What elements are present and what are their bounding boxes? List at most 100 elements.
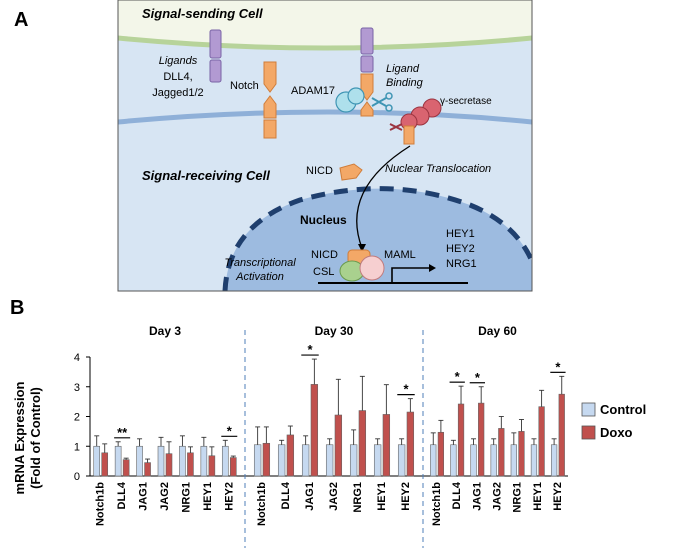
ligands-label: Ligands (159, 55, 198, 67)
significance-marker: * (555, 359, 561, 374)
x-tick-label: HEY2 (223, 482, 235, 511)
x-tick-label: HEY1 (532, 482, 544, 511)
y-axis-label-line1: mRNA Expression (12, 381, 27, 494)
x-tick-label: Notch1b (95, 482, 107, 526)
bar-control (530, 444, 538, 477)
bar-doxo (208, 455, 216, 477)
x-tick-label: JAG2 (328, 482, 340, 511)
target-gene-hey2: HEY2 (446, 243, 475, 255)
nuclear-envelope (222, 186, 532, 291)
legend: Control Doxo (581, 402, 646, 440)
gamma-secretase-label: γ-secretase (440, 96, 492, 107)
x-tick-label: JAG1 (471, 482, 483, 511)
bar-control (157, 445, 165, 477)
bar-doxo (406, 411, 415, 477)
transcriptional-label: Transcriptional (224, 257, 296, 269)
bar-control (136, 445, 143, 477)
bar-control (325, 444, 334, 477)
bar-control (114, 445, 122, 477)
bar-doxo (518, 431, 525, 477)
dll4-label: DLL4, (163, 71, 192, 83)
y-tick-label: 2 (74, 412, 80, 424)
bar-doxo (382, 414, 391, 477)
y-tick-label: 4 (74, 352, 80, 364)
bar-control (277, 444, 286, 477)
legend-label-control: Control (600, 402, 646, 417)
bar-doxo (457, 403, 465, 477)
nucleus-label: Nucleus (300, 213, 347, 227)
binding-label: Binding (386, 77, 424, 89)
x-tick-label: Notch1b (256, 482, 268, 526)
bar-control (253, 444, 262, 477)
x-tick-label: HEY2 (400, 482, 412, 511)
notch-label: Notch (230, 80, 259, 92)
panel-title: Day 30 (315, 324, 354, 338)
significance-marker: * (227, 423, 233, 438)
panel-a-label: A (14, 9, 28, 31)
x-tick-label: JAG1 (304, 482, 316, 511)
x-tick-label: NRG1 (180, 482, 192, 513)
transcription-complex (339, 249, 385, 282)
bar-control (470, 444, 477, 477)
bar-control (397, 444, 406, 477)
bar-control (430, 444, 437, 477)
significance-marker: * (475, 370, 481, 385)
target-gene-nrg1: NRG1 (446, 258, 477, 270)
y-axis-label: mRNA Expression (Fold of Control) (12, 381, 43, 494)
bar-doxo (334, 414, 343, 477)
legend-swatch-control (581, 402, 596, 417)
jagged-label: Jagged1/2 (152, 87, 203, 99)
bar-doxo (437, 431, 445, 477)
significance-marker: ** (117, 425, 128, 440)
bar-control (510, 444, 517, 477)
nicd-fragment (339, 163, 363, 181)
x-tick-label: JAG2 (159, 482, 171, 511)
maml-label: MAML (384, 249, 416, 261)
legend-label-doxo: Doxo (600, 425, 633, 440)
bar-doxo (478, 402, 485, 477)
bar-control (450, 444, 457, 477)
x-tick-label: HEY1 (202, 482, 214, 511)
significance-marker: * (403, 382, 409, 397)
bar-doxo (538, 406, 545, 477)
notch-receptor-left (263, 61, 277, 139)
ligand-protein-left (209, 29, 222, 83)
x-tick-label: JAG2 (492, 482, 504, 511)
bar-control (179, 445, 186, 477)
bar-doxo (498, 428, 505, 477)
nuclear-translocation-label: Nuclear Translocation (385, 163, 491, 175)
sending-cell-membrane (118, 35, 532, 51)
receiving-cell-label: Signal-receiving Cell (142, 168, 270, 183)
bar-doxo (187, 452, 194, 477)
arrowhead-icon (429, 264, 436, 272)
bar-control (550, 444, 558, 477)
x-tick-label: NRG1 (512, 482, 524, 513)
bar-control (221, 445, 229, 477)
x-tick-label: HEY2 (552, 482, 564, 511)
bar-control (373, 444, 382, 477)
target-gene-hey1: HEY1 (446, 228, 475, 240)
panel-b-label: B (10, 297, 24, 319)
cell-diagram (118, 0, 532, 291)
translocation-arrow (356, 145, 411, 249)
legend-swatch-doxo (581, 425, 596, 440)
bar-doxo (122, 459, 130, 477)
bar-doxo (358, 410, 367, 477)
bar-doxo (101, 452, 109, 477)
bar-doxo (310, 384, 319, 477)
x-tick-label: JAG1 (138, 482, 150, 511)
diagram-border (117, 0, 533, 292)
panel-title: Day 3 (149, 324, 181, 338)
activation-label: Activation (235, 271, 284, 283)
y-tick-label: 3 (74, 382, 80, 394)
x-tick-label: Notch1b (431, 482, 443, 526)
bar-control (301, 444, 310, 477)
y-axis-label-line2: (Fold of Control) (28, 387, 43, 489)
arrowhead-icon (358, 244, 366, 252)
significance-marker: * (307, 342, 313, 357)
significance-marker: * (455, 369, 461, 384)
x-tick-label: DLL4 (451, 481, 463, 509)
x-tick-label: NRG1 (352, 482, 364, 513)
